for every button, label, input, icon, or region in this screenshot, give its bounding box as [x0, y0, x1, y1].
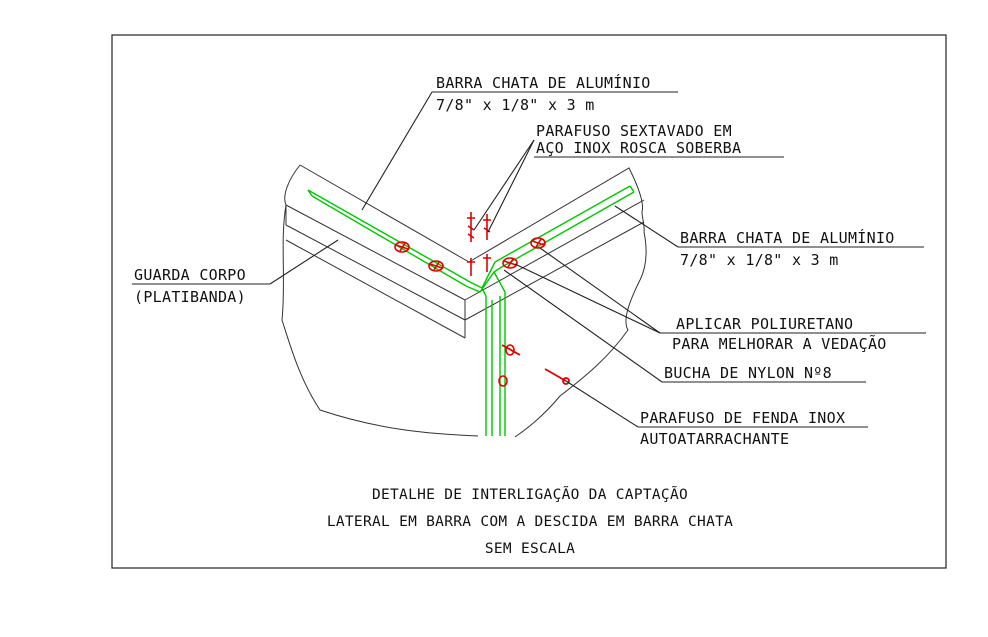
label-poliuretano-line2: PARA MELHORAR A VEDAÇÃO [672, 334, 887, 353]
hex-screws [467, 212, 491, 276]
label-barra-top-line1: BARRA CHATA DE ALUMÍNIO [436, 73, 651, 92]
nylon-anchors [394, 237, 546, 387]
label-parafuso-fenda-line1: PARAFUSO DE FENDA INOX [640, 409, 845, 427]
caption-line2: LATERAL EM BARRA COM A DESCIDA EM BARRA … [327, 514, 733, 530]
drawing-frame [111, 34, 947, 569]
aluminium-bar-left [307, 189, 471, 287]
caption-line3: SEM ESCALA [485, 541, 575, 557]
label-parafuso-sextavado-line2: AÇO INOX ROSCA SOBERBA [536, 139, 741, 157]
leader-lines [132, 91, 926, 428]
label-barra-top-line2: 7/8" x 1/8" x 3 m [436, 96, 595, 114]
label-barra-right-line2: 7/8" x 1/8" x 3 m [680, 251, 839, 269]
label-guarda-corpo-line1: GUARDA CORPO [134, 266, 246, 284]
label-guarda-corpo-line2: (PLATIBANDA) [134, 288, 246, 306]
slot-screw [501, 344, 570, 385]
label-parafuso-fenda-line2: AUTOATARRACHANTE [640, 430, 789, 448]
aluminium-bar-down [465, 261, 506, 436]
label-parafuso-sextavado-line1: PARAFUSO SEXTAVADO EM [536, 122, 732, 140]
parapet-outline [281, 164, 647, 438]
caption-line1: DETALHE DE INTERLIGAÇÃO DA CAPTAÇÃO [372, 486, 688, 503]
label-bucha-nylon: BUCHA DE NYLON Nº8 [664, 364, 832, 382]
aluminium-bar-right [494, 185, 635, 269]
label-poliuretano-line1: APLICAR POLIURETANO [676, 315, 853, 333]
label-barra-right-line1: BARRA CHATA DE ALUMÍNIO [680, 228, 895, 247]
